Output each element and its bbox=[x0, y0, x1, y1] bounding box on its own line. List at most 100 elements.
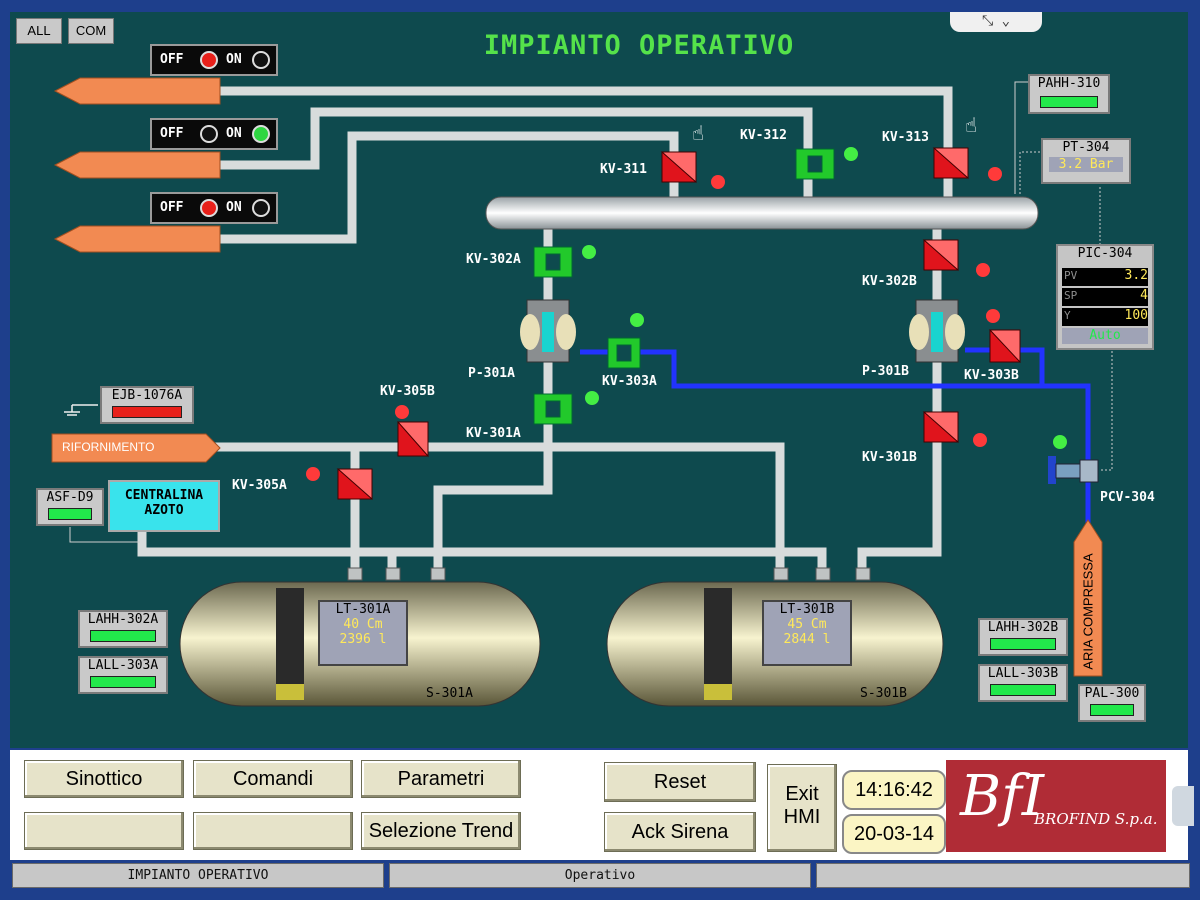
window-controls[interactable]: ⤡ ⌄ bbox=[950, 12, 1042, 32]
valve-kv303a-label[interactable]: KV-303A bbox=[602, 374, 657, 389]
exit-line2: HMI bbox=[783, 806, 821, 828]
centralina-line1: CENTRALINA bbox=[124, 488, 204, 503]
aria-compressa-label: ARIA COMPRESSA bbox=[1080, 553, 1096, 670]
valve-kv302a-label[interactable]: KV-302A bbox=[466, 252, 521, 267]
pic-sp-row: SP 4 bbox=[1062, 288, 1148, 306]
ejb-bar bbox=[112, 406, 182, 418]
status-center: Operativo bbox=[389, 863, 811, 888]
lt-301a-readout[interactable]: LT-301A 40 Cm 2396 l bbox=[318, 600, 408, 666]
valve-kv313-label[interactable]: KV-313 bbox=[882, 130, 929, 145]
switch-on-label: ON bbox=[226, 126, 242, 141]
lt-301b-level: 45 Cm bbox=[787, 617, 827, 632]
valve-kv301a-icon bbox=[533, 393, 573, 425]
valve-pcv304-label[interactable]: PCV-304 bbox=[1100, 490, 1155, 505]
centralina-azoto[interactable]: CENTRALINA AZOTO bbox=[108, 480, 220, 532]
lahh-302b-indicator[interactable]: LAHH-302B bbox=[978, 618, 1068, 656]
valve-kv303a-icon bbox=[607, 337, 641, 369]
valve-kv301b-label[interactable]: KV-301B bbox=[862, 450, 917, 465]
valve-kv303b-label[interactable]: KV-303B bbox=[964, 368, 1019, 383]
ack-sirena-button[interactable]: Ack Sirena bbox=[604, 812, 756, 852]
pal-300-indicator[interactable]: PAL-300 bbox=[1078, 684, 1146, 722]
sinottico-button[interactable]: Sinottico bbox=[24, 760, 184, 798]
pic-y-row: Y 100 bbox=[1062, 308, 1148, 326]
ejb-1076a-indicator[interactable]: EJB-1076A bbox=[100, 386, 194, 424]
valve-kv305a-icon bbox=[336, 468, 373, 501]
com-button[interactable]: COM bbox=[68, 18, 114, 44]
valve-kv305b-icon bbox=[396, 421, 429, 458]
switch-on-label: ON bbox=[226, 52, 242, 67]
valve-kv311-label[interactable]: KV-311 bbox=[600, 162, 647, 177]
empty-button-2[interactable] bbox=[193, 812, 353, 850]
comandi-button[interactable]: Comandi bbox=[193, 760, 353, 798]
asf-label: ASF-D9 bbox=[46, 490, 94, 505]
lahh-302a-label: LAHH-302A bbox=[87, 612, 159, 627]
rifornimento-label: RIFORNIMENTO bbox=[62, 440, 155, 454]
hand-cursor-icon: ☝ bbox=[692, 121, 704, 145]
pump-p301a-label: P-301A bbox=[468, 366, 515, 381]
logo-mark: BfI bbox=[960, 764, 1044, 829]
valve-kv301b-icon bbox=[922, 411, 959, 444]
switch-line-2[interactable]: OFF ON bbox=[150, 118, 278, 150]
empty-button-1[interactable] bbox=[24, 812, 184, 850]
switch-line-3[interactable]: OFF ON bbox=[150, 192, 278, 224]
pump-p301a[interactable] bbox=[520, 299, 576, 363]
valve-kv303b-icon bbox=[988, 329, 1021, 364]
pt-304-label: PT-304 bbox=[1062, 140, 1110, 155]
lt-301b-readout[interactable]: LT-301B 45 Cm 2844 l bbox=[762, 600, 852, 666]
lahh-302b-label: LAHH-302B bbox=[987, 620, 1059, 635]
page-title: IMPIANTO OPERATIVO bbox=[483, 30, 795, 61]
feed-arrow-2 bbox=[53, 151, 221, 179]
parametri-button[interactable]: Parametri bbox=[361, 760, 521, 798]
switch-off-label: OFF bbox=[160, 200, 184, 215]
reset-button[interactable]: Reset bbox=[604, 762, 756, 802]
feed-arrow-3 bbox=[53, 225, 221, 253]
off-led-icon bbox=[200, 199, 218, 217]
switch-off-label: OFF bbox=[160, 52, 184, 67]
valve-kv312-label[interactable]: KV-312 bbox=[740, 128, 787, 143]
asf-d9-indicator[interactable]: ASF-D9 bbox=[36, 488, 104, 526]
pic-304-title: PIC-304 bbox=[1077, 246, 1133, 261]
selezione-trend-button[interactable]: Selezione Trend bbox=[361, 812, 521, 850]
asf-bar bbox=[48, 508, 92, 520]
on-led-icon bbox=[252, 199, 270, 217]
valve-kv312-icon bbox=[795, 148, 835, 180]
switch-off-label: OFF bbox=[160, 126, 184, 141]
pal-300-label: PAL-300 bbox=[1084, 686, 1140, 701]
status-left: IMPIANTO OPERATIVO bbox=[12, 863, 384, 888]
exit-line1: Exit bbox=[785, 783, 819, 805]
pahh-310-indicator[interactable]: PAHH-310 bbox=[1028, 74, 1110, 114]
lall-303a-label: LALL-303A bbox=[87, 658, 159, 673]
lt-301a-volume: 2396 l bbox=[339, 632, 387, 647]
y-value: 100 bbox=[1124, 308, 1148, 323]
lall-303a-indicator[interactable]: LALL-303A bbox=[78, 656, 168, 694]
valve-kv305a-label[interactable]: KV-305A bbox=[232, 478, 287, 493]
lall-303b-label: LALL-303B bbox=[987, 666, 1059, 681]
pt-304-indicator[interactable]: PT-304 3.2 Bar bbox=[1041, 138, 1131, 184]
lall-303b-indicator[interactable]: LALL-303B bbox=[978, 664, 1068, 702]
lt-301a-label: LT-301A bbox=[335, 602, 391, 617]
lt-301b-volume: 2844 l bbox=[783, 632, 831, 647]
valve-kv301a-label[interactable]: KV-301A bbox=[466, 426, 521, 441]
pt-304-value: 3.2 Bar bbox=[1049, 157, 1123, 172]
rifornimento-arrow bbox=[51, 433, 221, 463]
valve-pcv304-icon bbox=[1048, 456, 1099, 484]
clock-time: 14:16:42 bbox=[842, 770, 946, 810]
sp-label: SP bbox=[1064, 289, 1078, 302]
all-button[interactable]: ALL bbox=[16, 18, 62, 44]
valve-kv305b-label[interactable]: KV-305B bbox=[380, 384, 435, 399]
brofind-logo: BfI BROFIND S.p.a. bbox=[946, 760, 1166, 852]
valve-kv302b-label[interactable]: KV-302B bbox=[862, 274, 917, 289]
on-led-icon bbox=[252, 125, 270, 143]
lahh-302a-indicator[interactable]: LAHH-302A bbox=[78, 610, 168, 648]
lahh-302a-bar bbox=[90, 630, 156, 642]
sp-value: 4 bbox=[1140, 288, 1148, 303]
switch-line-1[interactable]: OFF ON bbox=[150, 44, 278, 76]
pump-p301b[interactable] bbox=[909, 299, 965, 363]
exit-hmi-button[interactable]: Exit HMI bbox=[767, 764, 837, 852]
side-tab[interactable] bbox=[1172, 786, 1194, 826]
valve-kv311-icon bbox=[660, 151, 697, 184]
lahh-302b-bar bbox=[990, 638, 1056, 650]
y-label: Y bbox=[1064, 309, 1071, 322]
switch-on-label: ON bbox=[226, 200, 242, 215]
